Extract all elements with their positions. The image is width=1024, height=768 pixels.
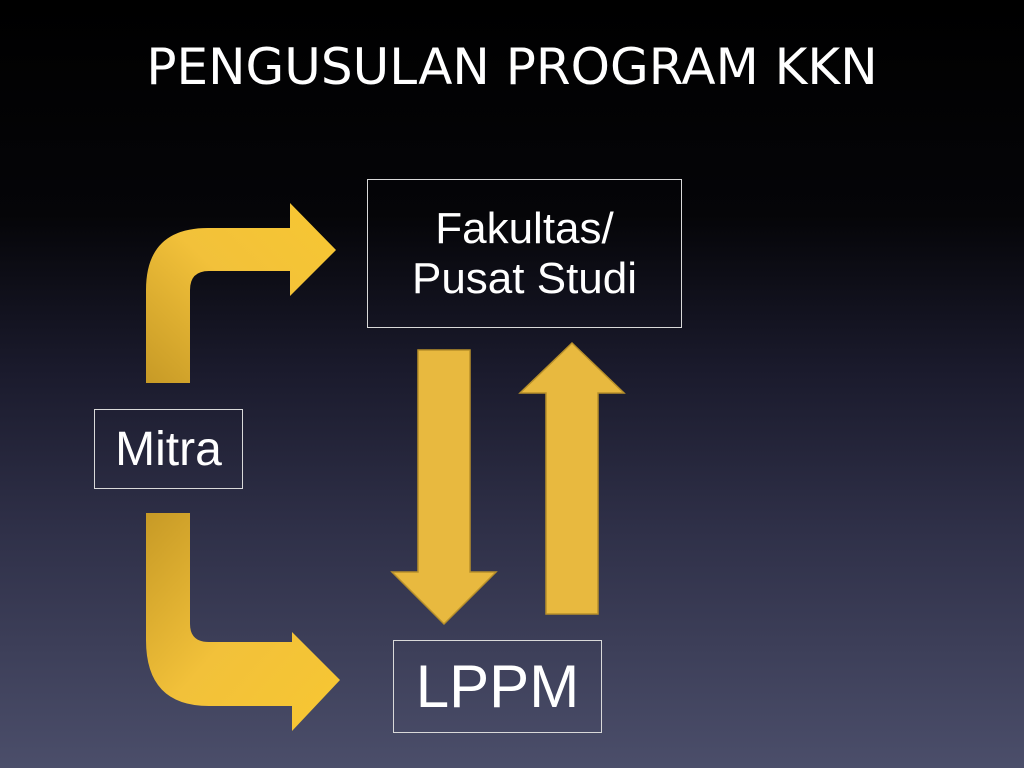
arrow-mitra-to-fakultas — [146, 203, 336, 383]
node-fakultas-pusat-studi: Fakultas/ Pusat Studi — [367, 179, 682, 328]
node-lppm: LPPM — [393, 640, 602, 733]
node-lppm-label: LPPM — [415, 653, 580, 720]
arrow-mitra-to-lppm — [146, 513, 340, 731]
node-mitra: Mitra — [94, 409, 243, 489]
node-mitra-label: Mitra — [115, 422, 222, 476]
node-fakultas-line2: Pusat Studi — [411, 253, 638, 303]
arrow-fakultas-to-lppm — [390, 349, 498, 626]
node-fakultas-line1: Fakultas/ — [435, 203, 614, 253]
slide-title: PENGUSULAN PROGRAM KKN — [146, 38, 878, 96]
arrow-lppm-to-fakultas — [518, 341, 626, 615]
